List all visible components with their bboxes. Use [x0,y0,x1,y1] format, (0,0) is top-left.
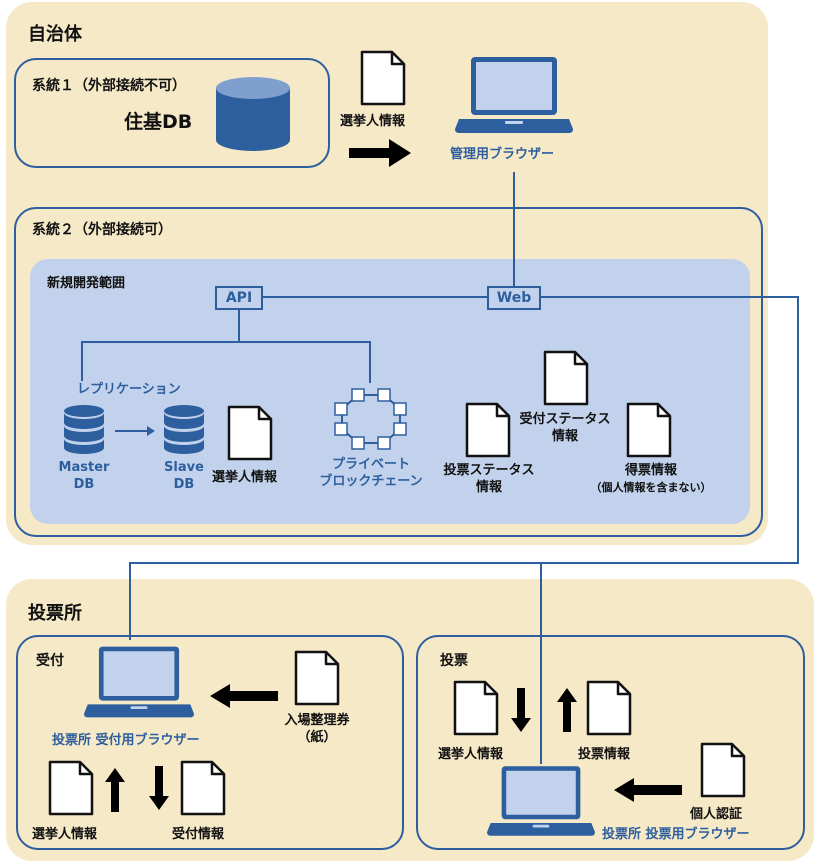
arrow-down-icon [511,688,531,732]
document-icon [586,680,632,736]
arrow-right-icon [349,139,411,167]
polling-panel [6,579,814,861]
master-db-line1: Master [58,460,110,475]
laptop-icon [84,643,194,721]
reception-status-line1: 受付ステータス [519,412,611,427]
api-box: API [215,286,263,310]
reception-box [16,635,404,850]
reception-info-label: 受付情報 [172,827,225,842]
master-db-label: Master DB [58,459,110,493]
blockchain-icon [334,388,407,450]
auth-label: 個人認証 [690,807,743,822]
dev-voter-info-label: 選挙人情報 [212,470,278,485]
dev-scope-title: 新規開発範囲 [47,276,126,291]
transfer-voter-info-label: 選挙人情報 [340,114,406,129]
system1-box [14,58,330,168]
voting-title: 投票 [440,653,468,669]
document-icon [294,650,340,706]
voting-box [416,635,805,850]
admin-browser-label: 管理用ブラウザー [450,147,555,162]
master-db-line2: DB [73,477,95,492]
arrow-right-icon [115,426,155,436]
system1-title: 系統１（外部接続不可） [32,78,186,94]
vote-count-label: 得票情報 （個人情報を含まない） [586,462,716,496]
ticket-line1: 入場整理券 [284,713,350,728]
blockchain-line2: ブロックチェーン [319,474,423,489]
document-icon [700,742,746,798]
slave-db-label: Slave DB [158,459,210,493]
system2-box [14,207,763,537]
arrow-up-icon [105,768,125,812]
voting-browser-label: 投票所 投票用ブラウザー [602,827,750,842]
arrow-left-icon [614,778,682,802]
document-icon [453,680,499,736]
blockchain-label: プライベート ブロックチェーン [316,456,426,490]
municipality-title: 自治体 [28,24,82,45]
voting-voter-info-label: 選挙人情報 [438,747,504,762]
replication-label: レプリケーション [77,382,181,397]
reception-voter-info-label: 選挙人情報 [32,827,98,842]
slave-db-line1: Slave [164,460,204,475]
arrow-left-icon [210,684,278,708]
database-icon [216,77,290,151]
arrow-down-icon [149,766,169,810]
web-box: Web [487,286,541,310]
reception-browser-label: 投票所 受付用ブラウザー [52,733,200,748]
document-icon [180,760,226,816]
ticket-label: 入場整理券 （紙） [266,712,368,746]
vote-status-line1: 投票ステータス [443,463,535,478]
blockchain-line1: プライベート [331,457,410,472]
slave-db-line2: DB [173,477,195,492]
jukidb-label: 住基DB [124,111,193,133]
reception-title: 受付 [36,653,64,669]
laptop-icon [487,762,595,840]
vote-status-label: 投票ステータス 情報 [434,462,544,496]
reception-status-line2: 情報 [551,429,578,444]
reception-status-label: 受付ステータス 情報 [510,411,620,445]
system2-title: 系統２（外部接続可） [32,222,172,238]
document-icon [48,760,94,816]
ticket-line2: （紙） [297,730,337,745]
vote-count-line1: 得票情報 [624,463,677,478]
vote-info-label: 投票情報 [578,747,631,762]
polling-title: 投票所 [28,603,82,624]
arrow-up-icon [557,688,577,732]
vote-count-line2: （個人情報を含まない） [590,481,712,494]
vote-status-line2: 情報 [475,480,502,495]
